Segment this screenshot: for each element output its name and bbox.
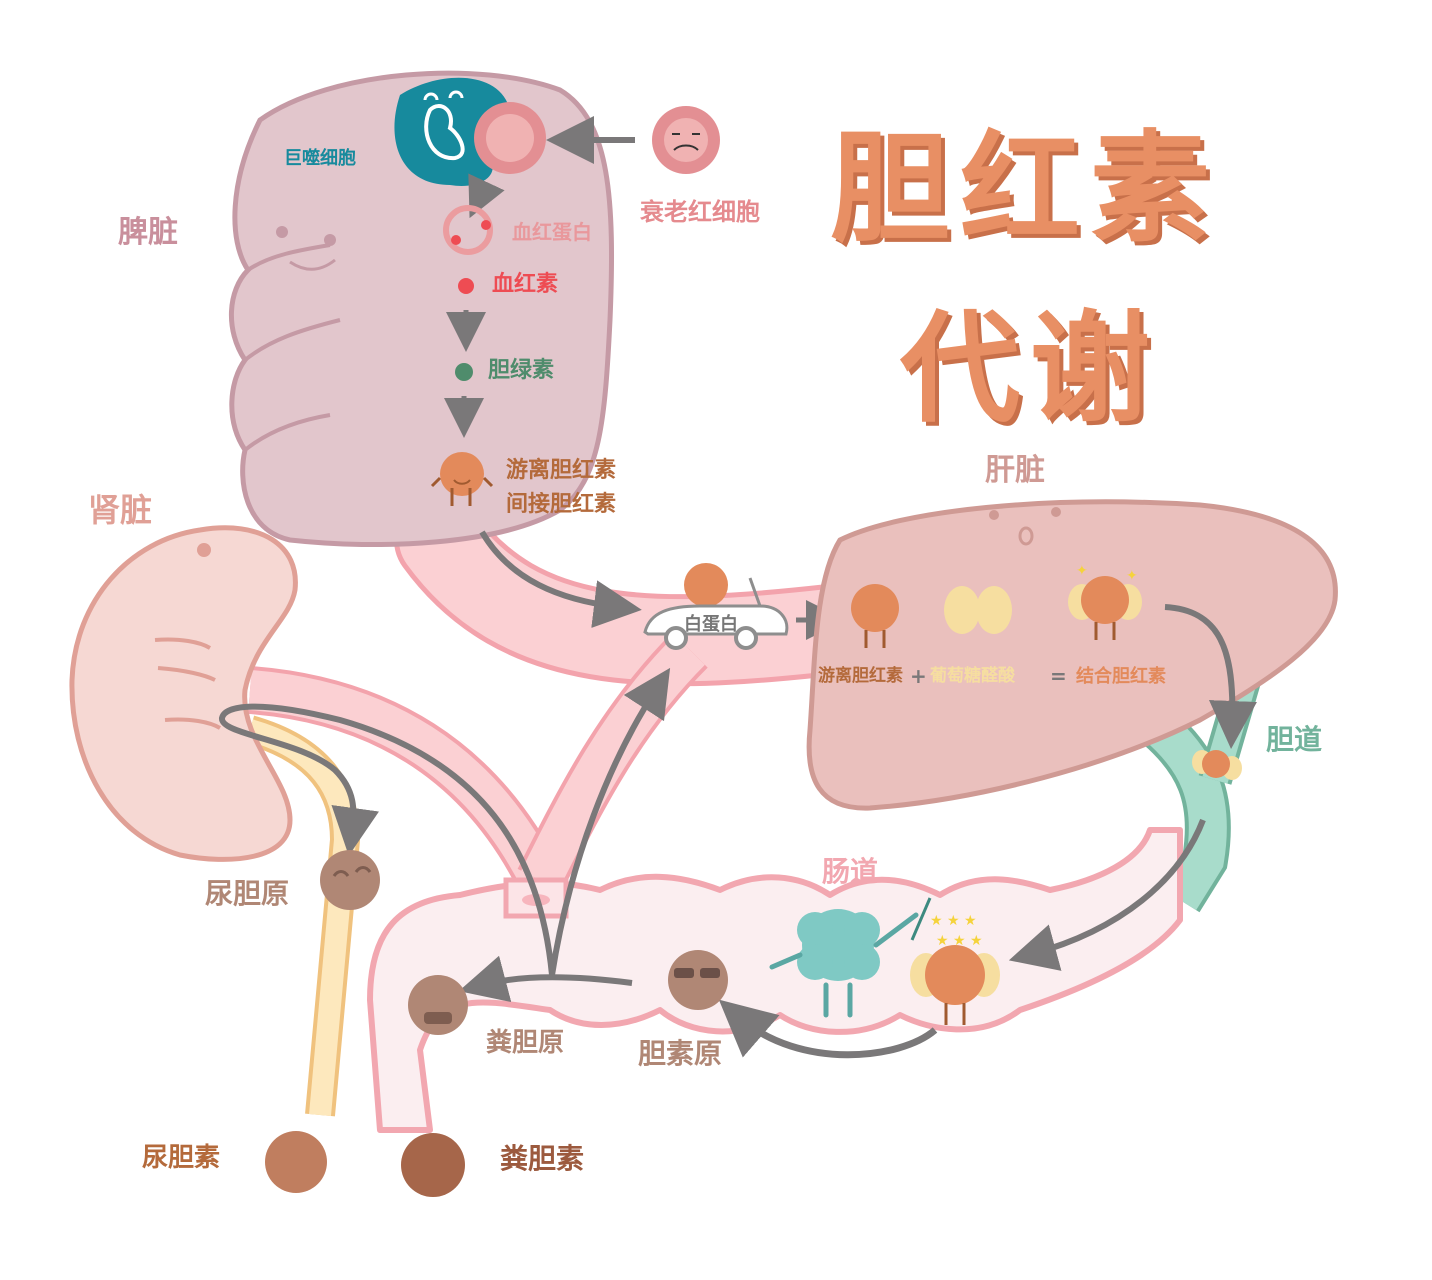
spleen xyxy=(228,70,615,548)
arrow-spleen-to-blood xyxy=(479,530,642,628)
urobilin-dot xyxy=(265,1131,327,1193)
bilinogen-character xyxy=(668,950,728,1010)
arrow-blood-to-kidney xyxy=(219,703,555,976)
intestine-label: 肠道 xyxy=(822,855,879,888)
gut-bacteria-character xyxy=(769,897,932,1018)
stercobilinogen-character xyxy=(408,975,468,1035)
hemoglobin-label: 血红蛋白 xyxy=(512,220,592,244)
glucuronic-acid-icon xyxy=(944,586,1012,634)
free-bilirubin-character xyxy=(430,452,494,506)
urobilinogen-label: 尿胆原 xyxy=(205,877,290,910)
albumin-car xyxy=(643,563,789,650)
indirect-bilirubin-label: 间接胆红素 xyxy=(506,492,617,517)
heme-dot xyxy=(458,278,474,294)
title-line-2: 代谢 xyxy=(900,300,1160,439)
liver-plus: + xyxy=(910,664,927,688)
title-line-1: 胆红素 xyxy=(830,120,1220,259)
spleen-label: 脾脏 xyxy=(118,215,178,250)
bilinogen-label: 胆素原 xyxy=(638,1037,723,1070)
arrow-liver-to-bile-duct xyxy=(1164,604,1257,749)
aged-rbc xyxy=(652,106,720,174)
stercobilinogen-label: 粪胆原 xyxy=(486,1028,565,1058)
liver-term1: 游离胆红素 xyxy=(818,666,903,686)
urobilin-label: 尿胆素 xyxy=(142,1143,221,1173)
blood-vessels xyxy=(248,494,876,892)
aged-rbc-label: 衰老红细胞 xyxy=(640,198,760,226)
heme-label: 血红素 xyxy=(492,272,559,297)
arrow-to-hemoglobin xyxy=(468,173,505,219)
urobilinogen-character xyxy=(320,850,380,910)
svg-text:★ ★ ★: ★ ★ ★ xyxy=(930,913,977,929)
svg-text:✦: ✦ xyxy=(1076,563,1088,579)
arrow-bacteria-to-bilinogen xyxy=(718,999,938,1059)
liver-free-bilirubin xyxy=(851,584,899,648)
liver-label: 肝脏 xyxy=(985,453,1045,488)
engulfed-rbc xyxy=(474,102,546,174)
biliverdin-label: 胆绿素 xyxy=(488,358,555,383)
liver xyxy=(806,499,1338,811)
intestine-bilirubin-character: ★ ★ ★ ★ ★ ★ xyxy=(910,913,1000,1025)
svg-text:✦: ✦ xyxy=(1126,568,1138,584)
bile-duct-label: 胆道 xyxy=(1266,723,1323,756)
glucuronic-acid-label: 葡萄糖醛酸 xyxy=(930,666,1015,686)
arrow-intestine-to-blood xyxy=(549,667,671,976)
conjugated-bilirubin-character: ✦ ✦ xyxy=(1068,563,1142,640)
liver-equals: = xyxy=(1050,664,1067,688)
macrophage-label: 巨噬细胞 xyxy=(284,148,356,169)
kidney xyxy=(69,525,298,862)
arrow-to-stercobilinogen xyxy=(458,955,633,1003)
stercobilin-dot xyxy=(401,1133,465,1197)
conjugated-bilirubin-label: 结合胆红素 xyxy=(1076,666,1166,687)
bile-duct-bilirubin xyxy=(1192,750,1242,780)
svg-text:★ ★ ★: ★ ★ ★ xyxy=(936,933,983,949)
free-bilirubin-label: 游离胆红素 xyxy=(506,458,617,483)
biliverdin-dot xyxy=(455,363,473,381)
kidney-label: 肾脏 xyxy=(88,491,153,529)
albumin-label: 白蛋白 xyxy=(684,614,738,635)
hemoglobin-icon xyxy=(443,205,493,255)
stercobilin-label: 粪胆素 xyxy=(500,1142,585,1175)
arrow-bile-to-intestine xyxy=(1008,818,1206,971)
